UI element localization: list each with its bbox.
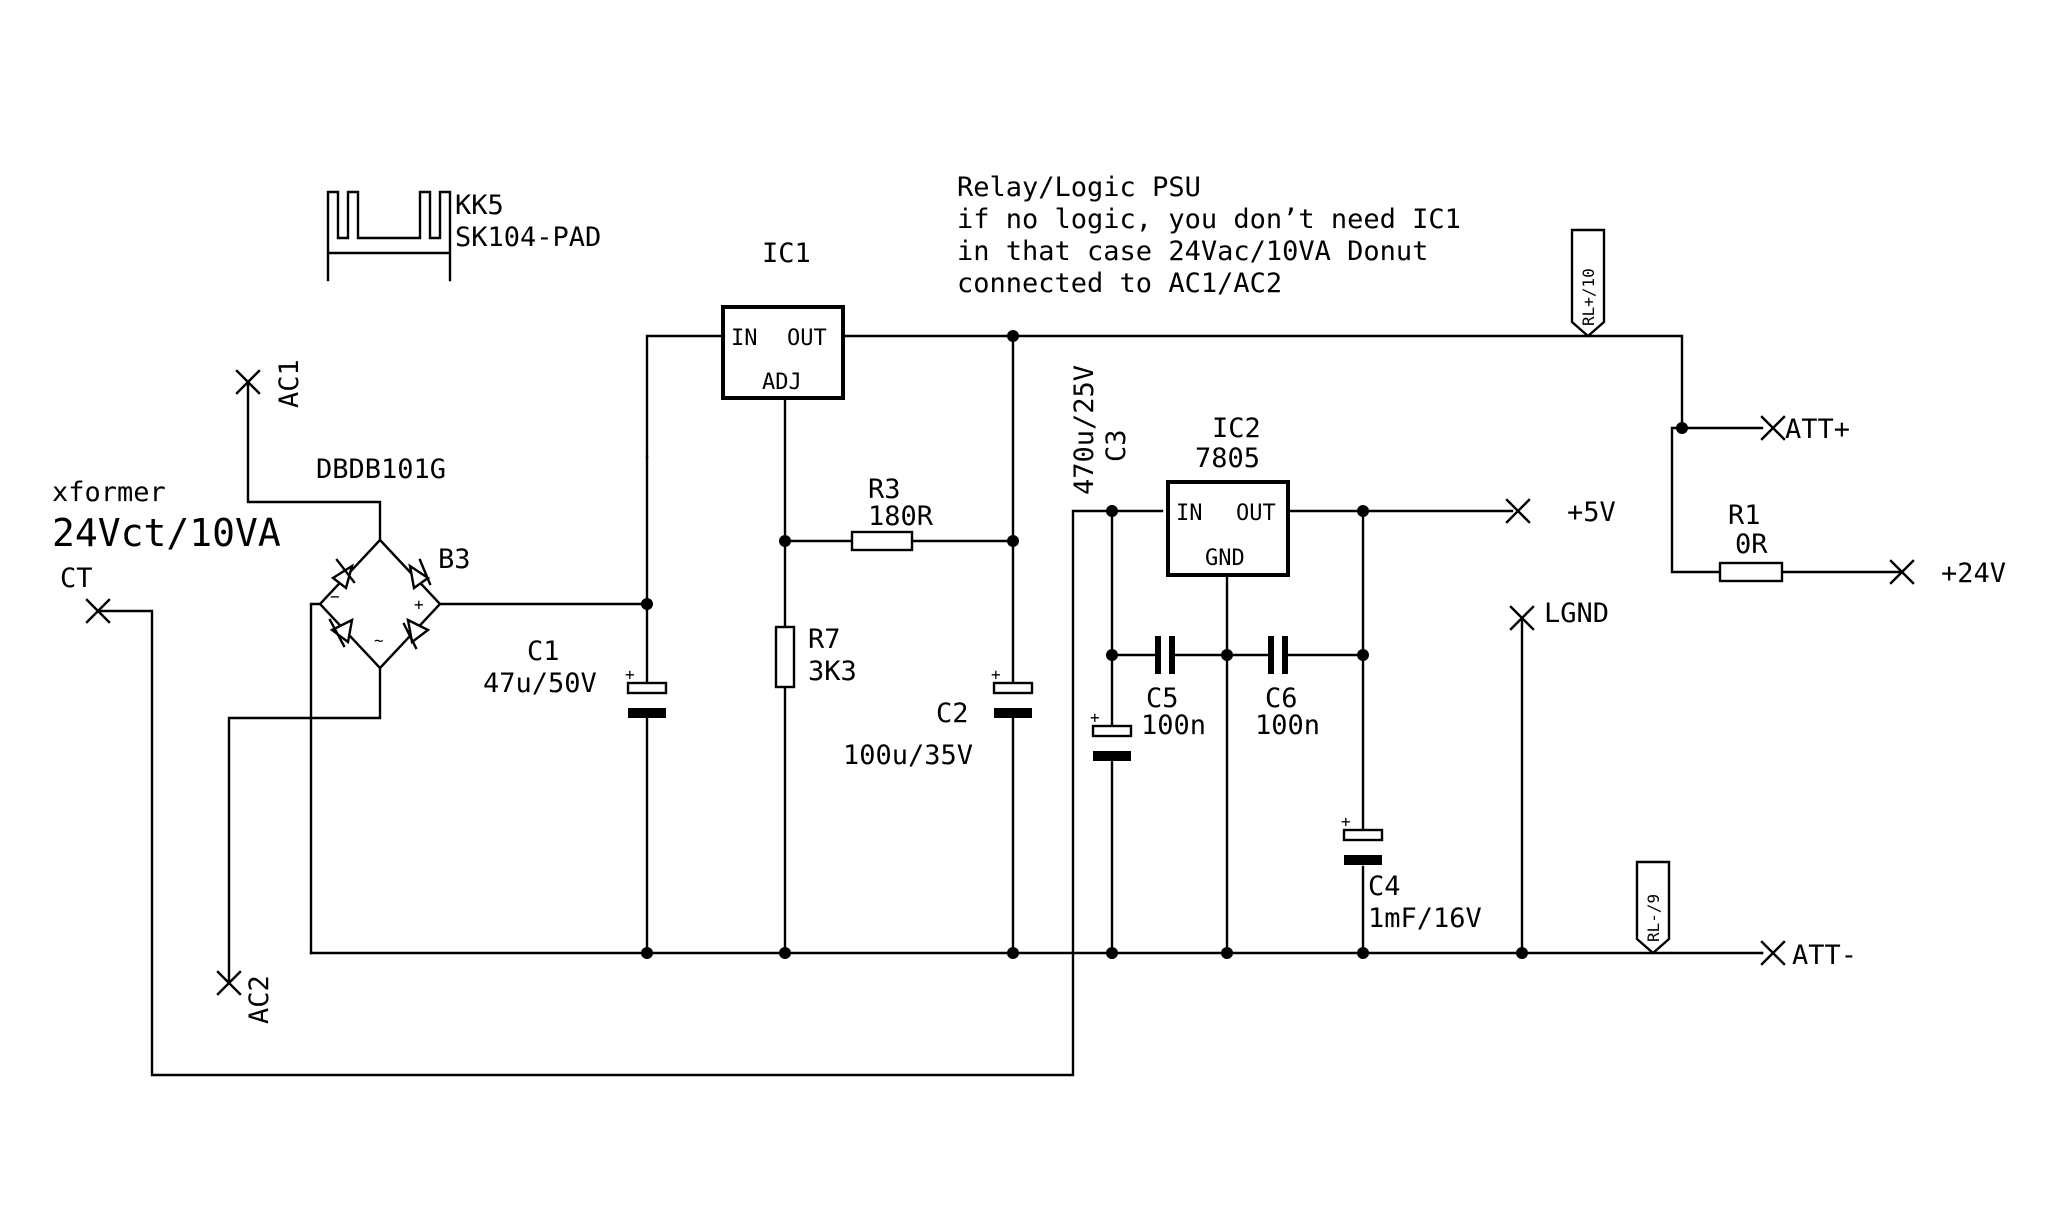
terminal-plus5v-label: +5V — [1567, 497, 1616, 528]
flag-rl-plus: RL+/10 — [1570, 228, 1606, 338]
bridge-plus: + — [414, 595, 424, 614]
terminal-ct-label: CT — [60, 563, 93, 594]
terminal-ac2[interactable]: AC2 — [216, 970, 275, 1024]
r7-body — [774, 625, 796, 689]
c4-name: C4 — [1368, 871, 1401, 902]
ic2-pin-in: IN — [1176, 501, 1203, 526]
ic1-pin-out: OUT — [787, 326, 827, 351]
ic1-pin-in: IN — [731, 326, 758, 351]
terminal-ac2-label: AC2 — [244, 975, 275, 1024]
capacitor-c5: C5 100n — [1141, 636, 1206, 741]
resistor-r7: R7 3K3 — [774, 624, 857, 689]
terminal-lgnd-label: LGND — [1544, 598, 1609, 629]
transformer: xformer 24Vct/10VA — [52, 477, 281, 555]
wires — [96, 334, 1904, 1077]
ic2-pin-out: OUT — [1236, 501, 1276, 526]
bridge-minus: − — [330, 587, 340, 606]
c4-value: 1mF/16V — [1368, 903, 1482, 934]
terminal-plus24v[interactable]: +24V — [1889, 558, 2006, 589]
c3-plus: + — [1090, 708, 1100, 727]
bridge-ac: ~ — [374, 631, 384, 650]
heatsink-kk5: KK5 SK104-PAD — [326, 190, 601, 282]
terminal-att-plus[interactable]: ATT+ — [1760, 414, 1850, 445]
terminal-att-minus[interactable]: ATT- — [1760, 940, 1857, 971]
resistor-r1: R1 0R — [1718, 500, 1784, 583]
bridge-part: DBDB101G — [316, 454, 446, 485]
c2-value: 100u/35V — [843, 740, 973, 771]
terminal-ac1-label: AC1 — [274, 359, 305, 408]
note-line-2: if no logic, you don’t need IC1 — [957, 204, 1461, 235]
r1-name: R1 — [1728, 500, 1761, 531]
c2-name: C2 — [936, 698, 969, 729]
note-line-4: connected to AC1/AC2 — [957, 268, 1282, 299]
terminal-att-plus-label: ATT+ — [1785, 414, 1850, 445]
ic1-regulator: IN OUT ADJ IC1 — [721, 238, 845, 400]
c3-value: 470u/25V — [1069, 365, 1100, 495]
transformer-rating: 24Vct/10VA — [52, 511, 281, 555]
bridge-rectifier-b3: − + ~ DBDB101G B3 — [316, 454, 471, 670]
c1-plus: + — [625, 665, 635, 684]
junctions — [641, 330, 1688, 959]
r7-value: 3K3 — [808, 656, 857, 687]
ic1-pin-adj: ADJ — [762, 370, 802, 395]
heatsink-part: SK104-PAD — [455, 222, 601, 253]
bridge-name: B3 — [438, 544, 471, 575]
c1-name: C1 — [527, 636, 560, 667]
terminal-ct[interactable]: CT — [60, 563, 111, 624]
capacitor-c2: + C2 100u/35V — [843, 665, 1034, 771]
flag-rl-minus-outline — [1635, 860, 1671, 955]
ic1-name: IC1 — [762, 238, 811, 269]
note-block: Relay/Logic PSU if no logic, you don’t n… — [957, 172, 1461, 299]
r3-body — [850, 530, 914, 552]
c1-value: 47u/50V — [483, 668, 597, 699]
r1-body — [1718, 561, 1784, 583]
resistor-r3: R3 180R — [850, 474, 934, 552]
heatsink-icon — [326, 190, 452, 282]
terminal-ac1[interactable]: AC1 — [235, 359, 305, 408]
capacitor-c3: + 470u/25V C3 — [1069, 365, 1133, 761]
c2-plus: + — [991, 665, 1001, 684]
r3-name: R3 — [868, 474, 901, 505]
terminal-att-minus-label: ATT- — [1792, 940, 1857, 971]
ic2-body — [1166, 480, 1290, 577]
c3-name: C3 — [1101, 429, 1132, 462]
heatsink-name: KK5 — [455, 190, 504, 221]
transformer-label: xformer — [52, 477, 166, 508]
note-line-3: in that case 24Vac/10VA Donut — [957, 236, 1428, 267]
note-line-1: Relay/Logic PSU — [957, 172, 1201, 203]
flag-rl-minus: RL-/9 — [1635, 860, 1671, 955]
terminal-lgnd[interactable]: LGND — [1509, 598, 1609, 631]
c5-value: 100n — [1141, 710, 1206, 741]
r7-name: R7 — [808, 624, 841, 655]
ic2-part: 7805 — [1195, 443, 1260, 474]
flag-rl-plus-label: RL+/10 — [1579, 268, 1598, 326]
r3-value: 180R — [868, 501, 934, 532]
ic2-pin-gnd: GND — [1205, 546, 1245, 571]
capacitor-c6: C6 100n — [1255, 636, 1320, 741]
c6-value: 100n — [1255, 710, 1320, 741]
terminal-plus24v-label: +24V — [1941, 558, 2006, 589]
ic2-name: IC2 — [1212, 413, 1261, 444]
flag-rl-minus-label: RL-/9 — [1644, 894, 1663, 942]
capacitor-c4: + C4 1mF/16V — [1341, 812, 1482, 934]
capacitor-c1: + C1 47u/50V — [483, 636, 668, 718]
flag-rl-plus-outline — [1570, 228, 1606, 338]
r1-value: 0R — [1735, 529, 1768, 560]
c5-name: C5 — [1146, 683, 1179, 714]
ic2-regulator: IN OUT GND IC2 7805 — [1166, 413, 1290, 577]
terminal-plus5v[interactable]: +5V — [1505, 497, 1616, 528]
c4-plus: + — [1341, 812, 1351, 831]
ic1-body — [721, 305, 845, 400]
c6-name: C6 — [1265, 683, 1298, 714]
